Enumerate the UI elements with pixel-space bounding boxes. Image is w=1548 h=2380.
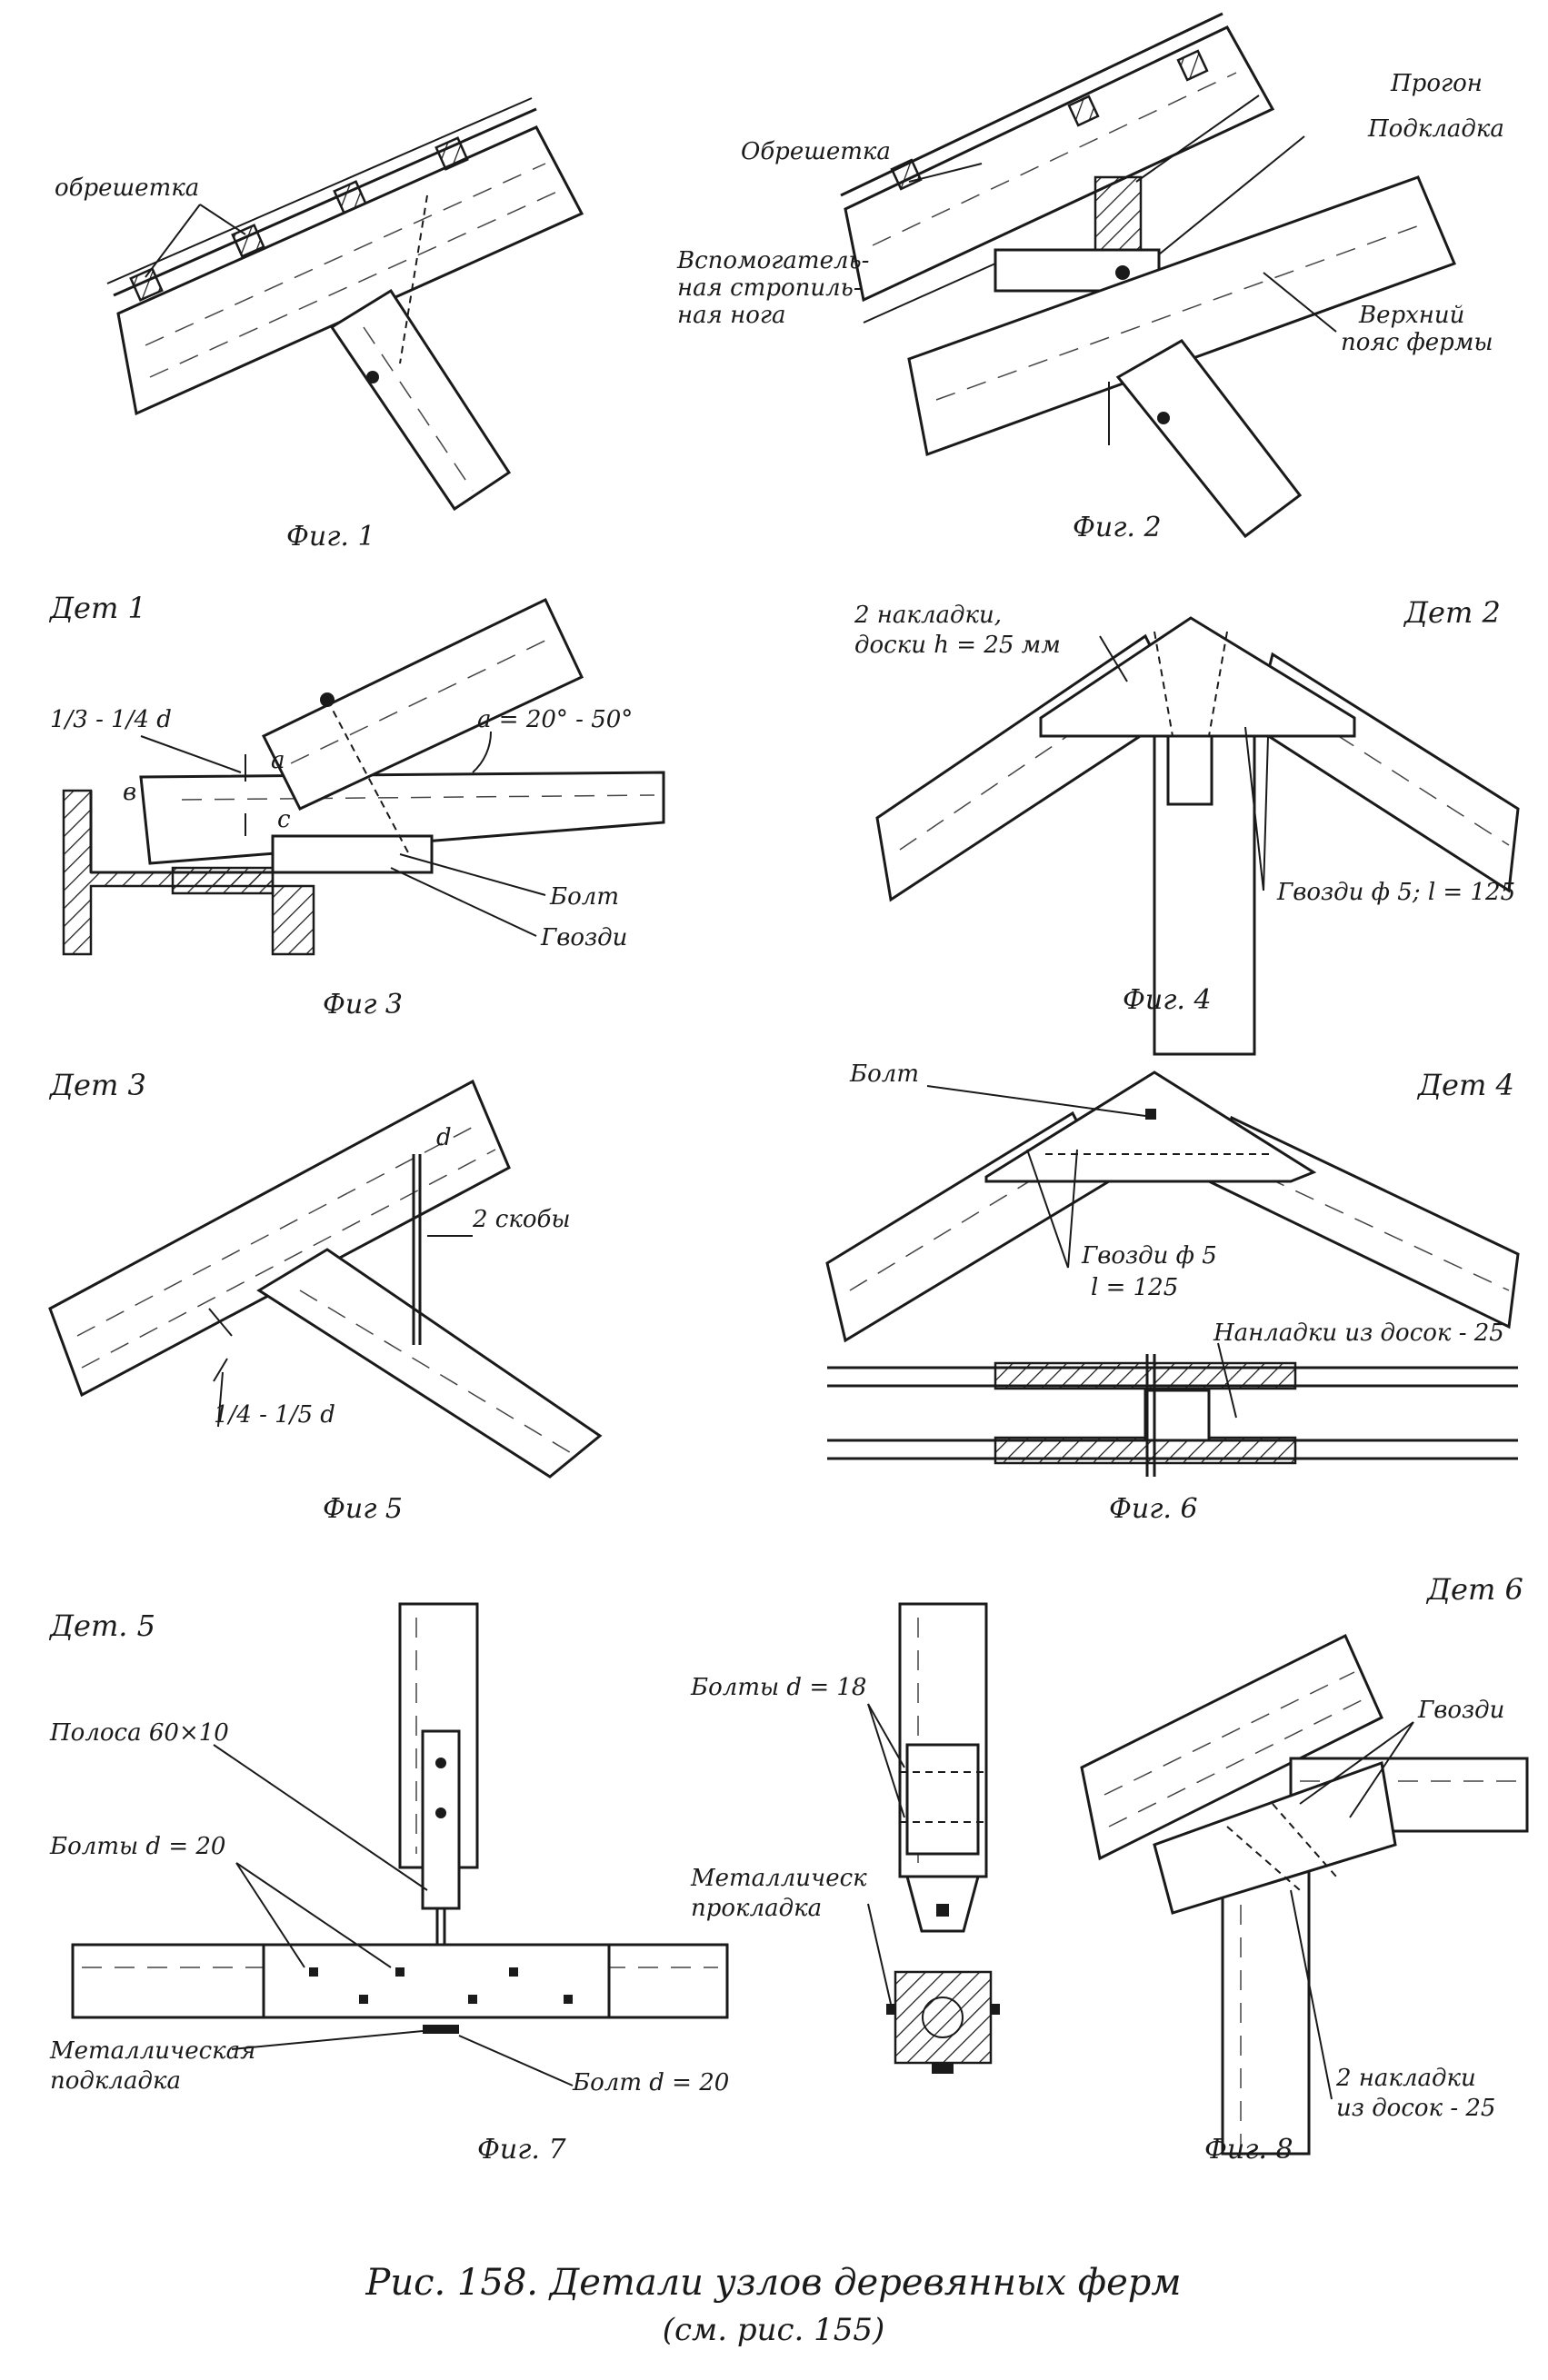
- fig1-drawing: обрешетка Фиг. 1: [55, 97, 584, 553]
- fig8-label: Фиг. 8: [1204, 2134, 1293, 2166]
- fig6-callout-3: Нанладки из досок - 25: [1213, 1319, 1504, 1347]
- fig3-rafter: [261, 597, 584, 811]
- fig7-callout-1: Болты d = 20: [49, 1833, 225, 1860]
- fig2-drawing: Обрешетка Прогон Подкладка Вспомогатель-…: [676, 12, 1504, 543]
- fig7-callout-6: Металлическ: [690, 1865, 867, 1892]
- fig8-rafter: [1080, 1633, 1383, 1861]
- fig4-drawing: Дет 2 2 накладки, доски h = 25 мм Гвозди…: [854, 595, 1520, 1056]
- fig2-label: Фиг. 2: [1073, 512, 1162, 543]
- fig6-callout-0: Болт: [849, 1061, 919, 1088]
- fig3-label: Фиг 3: [323, 989, 403, 1021]
- fig7-callout-7: прокладка: [691, 1895, 822, 1922]
- fig8-detail: Дет 6: [1425, 1572, 1523, 1607]
- fig2-lath-2: [1067, 95, 1100, 127]
- fig6-board-bottom: [994, 1436, 1297, 1465]
- figure-caption-title: Рис. 158. Детали узлов деревянных ферм: [365, 2262, 1181, 2304]
- fig5-detail: Дет 3: [48, 1068, 146, 1102]
- fig7-detail: Дет. 5: [48, 1608, 155, 1643]
- fig3-support: [171, 866, 275, 895]
- fig7-callout-3: подкладка: [50, 2067, 181, 2095]
- fig8-callout-0: Гвозди: [1417, 1697, 1504, 1724]
- fig2-upper-chord: [907, 175, 1456, 457]
- fig4-detail: Дет 2: [1403, 595, 1501, 630]
- fig1-lath-3: [333, 180, 367, 214]
- fig7-callout-5: Болты d = 18: [690, 1674, 866, 1701]
- fig4-post-inner: [1166, 734, 1213, 806]
- fig8-drawing: Дет 6 Гвозди 2 накладки из досок - 25 Фи…: [1080, 1572, 1529, 2166]
- fig5-callout-1: 2 скобы: [472, 1206, 571, 1233]
- fig2-lath-3: [1176, 49, 1209, 82]
- fig2-callout-2: Подкладка: [1367, 115, 1504, 143]
- fig4-callout-1: доски h = 25 мм: [854, 632, 1061, 659]
- fig5-callout-0: d: [436, 1124, 452, 1151]
- fig6-label: Фиг. 6: [1109, 1493, 1198, 1525]
- fig1-lath-4: [434, 136, 469, 171]
- fig1-rafter: [116, 125, 584, 416]
- fig8-callout-1: 2 накладки: [1335, 2065, 1476, 2092]
- fig5-rafter: [48, 1079, 511, 1398]
- fig4-callout-2: Гвозди ф 5; l = 125: [1276, 879, 1515, 906]
- fig1-callout-0: обрешетка: [55, 174, 199, 202]
- fig2-diagonal: [1115, 339, 1303, 539]
- fig3-drawing: Дет 1 1/3 - 1/4 d a = 20° - 50° в a c Бо…: [48, 591, 665, 1021]
- fig3-callout-1: a = 20° - 50°: [477, 706, 633, 733]
- fig7-section-chord: [894, 1970, 993, 2065]
- fig2-callout-1: Прогон: [1390, 70, 1483, 97]
- fig3-callout-6: Гвозди: [540, 924, 627, 951]
- fig8-gusset: [1153, 1760, 1397, 1915]
- fig2-callout-3: Вспомогатель-: [676, 247, 869, 274]
- fig2-purlin: [1094, 175, 1143, 252]
- fig3-callout-5: Болт: [549, 883, 619, 911]
- fig1-lath-1: [129, 267, 164, 302]
- fig7-section-strap: [905, 1743, 980, 1856]
- fig5-callout-2: 1/4 - 1/5 d: [214, 1401, 335, 1429]
- fig2-callout-5: ная нога: [677, 302, 786, 329]
- fig2-aux-rafter: [844, 25, 1275, 303]
- fig1-label: Фиг. 1: [286, 521, 375, 553]
- fig5-strut: [256, 1248, 603, 1479]
- fig6-callout-1: Гвозди ф 5: [1081, 1242, 1217, 1270]
- fig6-drawing: Дет 4 Болт Гвозди ф 5 l = 125 Нанладки и…: [825, 1061, 1520, 1525]
- fig2-callout-0: Обрешетка: [741, 138, 891, 165]
- fig7-callout-0: Полоса 60×10: [49, 1719, 229, 1747]
- fig7-callout-2: Металлическая: [49, 2037, 255, 2065]
- fig4-gusset: [1039, 616, 1356, 738]
- fig2-lath-1: [890, 158, 923, 191]
- fig3-callout-4: c: [277, 806, 291, 833]
- fig2-callout-7: пояс фермы: [1341, 329, 1493, 356]
- fig1-lath-2: [231, 224, 265, 258]
- fig8-callout-2: из досок - 25: [1336, 2095, 1495, 2122]
- fig6-callout-2: l = 125: [1091, 1274, 1178, 1301]
- fig5-drawing: Дет 3 d 2 скобы 1/4 - 1/5 d Фиг 5: [48, 1068, 603, 1525]
- fig6-detail: Дет 4: [1416, 1068, 1514, 1102]
- fig3-callout-2: в: [123, 779, 136, 806]
- fig6-board-top: [994, 1361, 1297, 1390]
- fig6-gusset: [984, 1071, 1317, 1183]
- fig7-callout-4: Болт d = 20: [572, 2069, 729, 2096]
- fig2-callout-4: ная стропиль-: [677, 274, 862, 302]
- figure-caption-subtitle: (см. рис. 155): [663, 2312, 885, 2348]
- fig3-pad: [271, 834, 434, 874]
- fig3-detail: Дет 1: [48, 591, 146, 625]
- fig4-label: Фиг. 4: [1123, 984, 1212, 1016]
- fig8-post: [1221, 1861, 1311, 2156]
- fig3-callout-0: 1/3 - 1/4 d: [50, 706, 172, 733]
- fig2-callout-6: Верхний: [1358, 302, 1464, 329]
- fig5-label: Фиг 5: [323, 1493, 403, 1525]
- fig7-drawing: Дет. 5 Полоса 60×10 Болты d = 20 Металли…: [48, 1602, 1000, 2166]
- fig1-chord: [329, 288, 512, 512]
- fig7-label: Фиг. 7: [477, 2134, 566, 2166]
- fig3-callout-3: a: [271, 747, 285, 774]
- fig6-end-block: [1144, 1389, 1211, 1442]
- fig4-callout-0: 2 накладки,: [854, 602, 1002, 629]
- fig7-side-pad: [262, 1943, 611, 2019]
